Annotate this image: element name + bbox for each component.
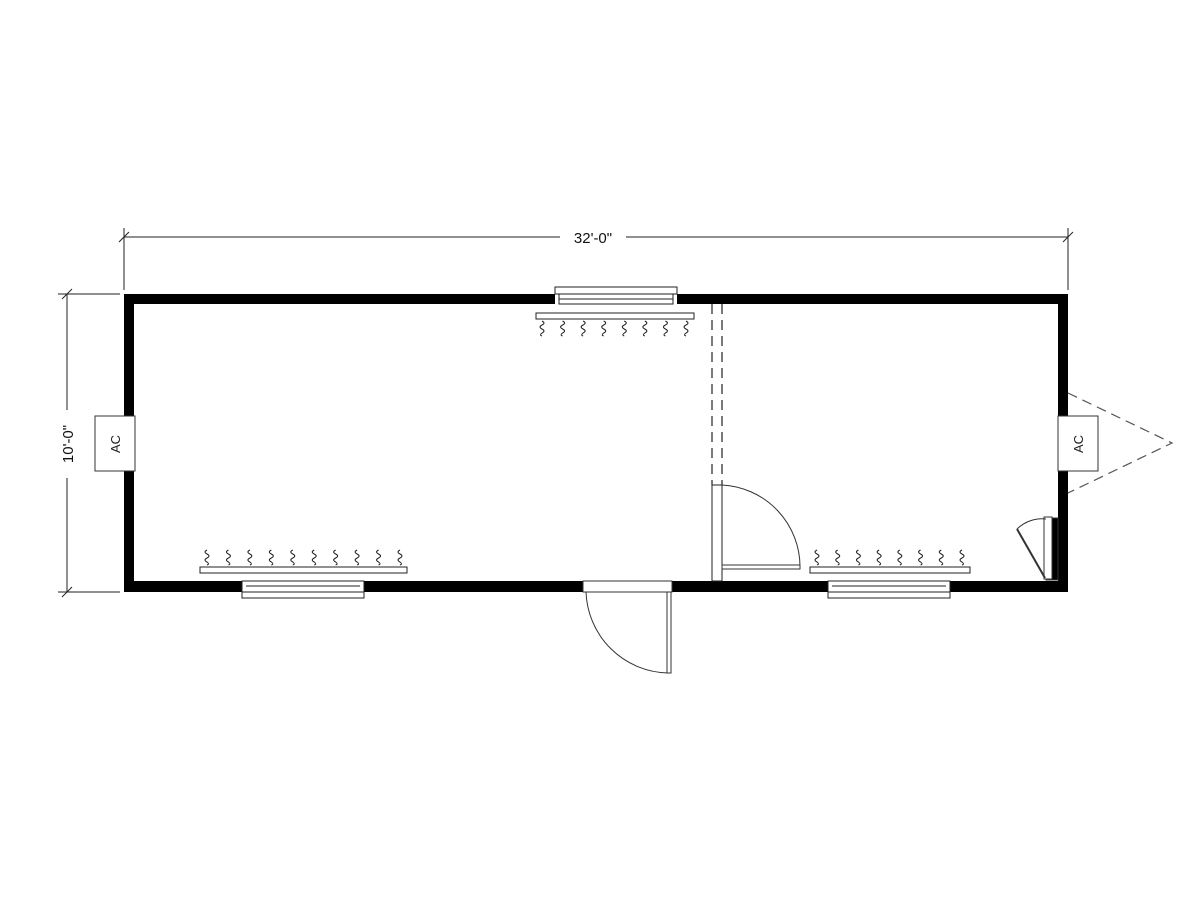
heater-coil [397, 549, 403, 566]
heater-coil [376, 549, 382, 566]
width-dimension [58, 288, 120, 598]
interior-door [721, 484, 801, 570]
small-door [1016, 516, 1059, 581]
heater-coil [539, 320, 545, 337]
heater-coil [835, 549, 841, 566]
heater-coil [876, 549, 882, 566]
heater-coil [333, 549, 339, 566]
heater-coil [938, 549, 944, 566]
heater-coil [855, 549, 861, 566]
window-top [554, 286, 678, 305]
heater-coil [642, 320, 648, 337]
heater-coil [814, 549, 820, 566]
heater-coil [290, 549, 296, 566]
heater-coil [311, 549, 317, 566]
ac-label-right: AC [1071, 435, 1086, 453]
exterior-walls [124, 294, 1068, 592]
ac-unit-right: AC [1057, 415, 1099, 472]
heater-coil [662, 320, 668, 337]
entry-door [582, 580, 673, 674]
heater-bottom-left [199, 549, 408, 574]
heater-bottom-right [809, 549, 971, 574]
heater-coil [601, 320, 607, 337]
heater-coil [225, 549, 231, 566]
ac-airflow-triangle [1067, 392, 1174, 494]
heater-coil [683, 320, 689, 337]
window-bottom-right [827, 580, 951, 599]
heater-coil [621, 320, 627, 337]
heater-coil [354, 549, 360, 566]
heater-coil [897, 549, 903, 566]
heater-coil [204, 549, 210, 566]
window-bottom-left [241, 580, 365, 599]
ac-label-left: AC [108, 435, 123, 453]
interior-partition [711, 304, 723, 582]
heater-coil [247, 549, 253, 566]
length-dimension-label: 32'-0" [574, 230, 612, 247]
ac-unit-left: AC [94, 415, 136, 472]
heater-top [535, 312, 695, 337]
heater-coil [580, 320, 586, 337]
length-dimension [118, 228, 1074, 290]
width-dimension-label: 10'-0" [60, 425, 77, 463]
heater-coil [918, 549, 924, 566]
heater-coil [560, 320, 566, 337]
heater-coil [268, 549, 274, 566]
heater-coil [959, 549, 965, 566]
